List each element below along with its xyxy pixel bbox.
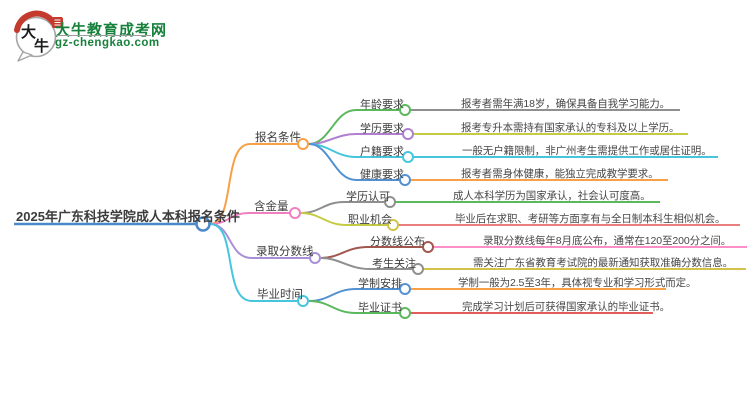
subnode-zhiye-jihui[interactable]: 职业机会 [348,214,392,226]
connector-biye[interactable] [297,295,309,307]
logo-char-2: 牛 [34,37,49,55]
connector-gongbu[interactable] [422,241,434,253]
connector-kaosheng[interactable] [412,263,424,275]
subnode-nianling-yaoqiu[interactable]: 年龄要求 [360,99,404,111]
leaf-zhiye-detail[interactable]: 毕业后在求职、考研等方面享有与全日制本科生相似机会。 [455,213,726,225]
subnode-xuezhi-anpai[interactable]: 学制安排 [358,278,402,290]
branch-hanjinliang[interactable]: 含金量 [254,201,289,213]
leaf-gongbu-detail[interactable]: 录取分数线每年8月底公布，通常在120至200分之间。 [483,235,732,247]
leaf-kaosheng-detail[interactable]: 需关注广东省教育考试院的最新通知获取准确分数信息。 [473,257,733,269]
subnode-huji-yaoqiu[interactable]: 户籍要求 [360,146,404,158]
leaf-huji-detail[interactable]: 一般无户籍限制，非广州考生需提供工作或居住证明。 [462,145,712,157]
edge-to-hanjinliang [209,212,290,225]
connector-xuezhi[interactable] [399,283,411,295]
site-name[interactable]: 大牛教育成考网 [55,22,168,39]
logo-char-1: 大 [21,23,36,41]
connector-root[interactable] [195,216,211,232]
edge-zhengshu [308,300,400,314]
connector-jiankang[interactable] [399,174,411,186]
speech-bubble-tail [17,51,33,62]
subnode-kaosheng-guanzhu[interactable]: 考生关注 [372,258,416,270]
connector-huji[interactable] [402,151,414,163]
subnode-biye-zhengshu[interactable]: 毕业证书 [358,302,402,314]
site-url[interactable]: gz-chengkao.com [55,37,160,49]
daniu-logo-icon: 大 牛 [14,10,63,62]
root-node[interactable]: 2025年广东科技学院成人本科报名条件 [16,209,240,224]
connector-renke[interactable] [384,196,396,208]
leaf-renke-detail[interactable]: 成人本科学历为国家承认，社会认可度高。 [453,190,651,202]
leaf-xuezhi-detail[interactable]: 学制一般为2.5至3年，具体视专业和学习形式而定。 [458,277,697,289]
connector-hanjinliang[interactable] [289,207,301,219]
connector-zhengshu[interactable] [399,307,411,319]
subnode-xueli-renke[interactable]: 学历认可 [346,191,390,203]
connector-xueli[interactable] [402,128,414,140]
connector-nianling[interactable] [399,104,411,116]
connector-zhiye[interactable] [387,219,399,231]
subnode-xueli-yaoqiu[interactable]: 学历要求 [360,123,404,135]
edge-zhiye [300,212,388,226]
edge-jiankang [308,143,400,181]
connector-baoming[interactable] [297,138,309,150]
node-connectors [195,104,434,319]
edge-to-biye [209,223,298,302]
site-logo[interactable]: 大 牛 [10,10,160,62]
subnode-jiankang-yaoqiu[interactable]: 健康要求 [360,169,404,181]
edge-kaosheng [320,257,413,270]
leaf-jiankang-detail[interactable]: 报考者需身体健康，能独立完成教学要求。 [461,168,659,180]
subnode-fenshuxian-gongbu[interactable]: 分数线公布 [370,236,425,248]
leaf-xueli-detail[interactable]: 报考专升本需持有国家承认的专科及以上学历。 [461,122,680,134]
logo-divider [55,35,151,36]
branch-biye-shijian[interactable]: 毕业时间 [257,289,303,301]
connector-fenshuxian[interactable] [309,252,321,264]
edge-to-baoming [209,143,297,225]
leaf-nianling-detail[interactable]: 报考者需年满18岁，确保具备自我学习能力。 [461,98,671,110]
branch-luqu-fenshuxian[interactable]: 录取分数线 [256,246,314,258]
leaf-zhengshu-detail[interactable]: 完成学习计划后可获得国家承认的毕业证书。 [462,301,670,313]
branch-baoming-tiaojian[interactable]: 报名条件 [255,132,301,144]
edges [14,109,747,314]
red-arc [14,10,56,33]
